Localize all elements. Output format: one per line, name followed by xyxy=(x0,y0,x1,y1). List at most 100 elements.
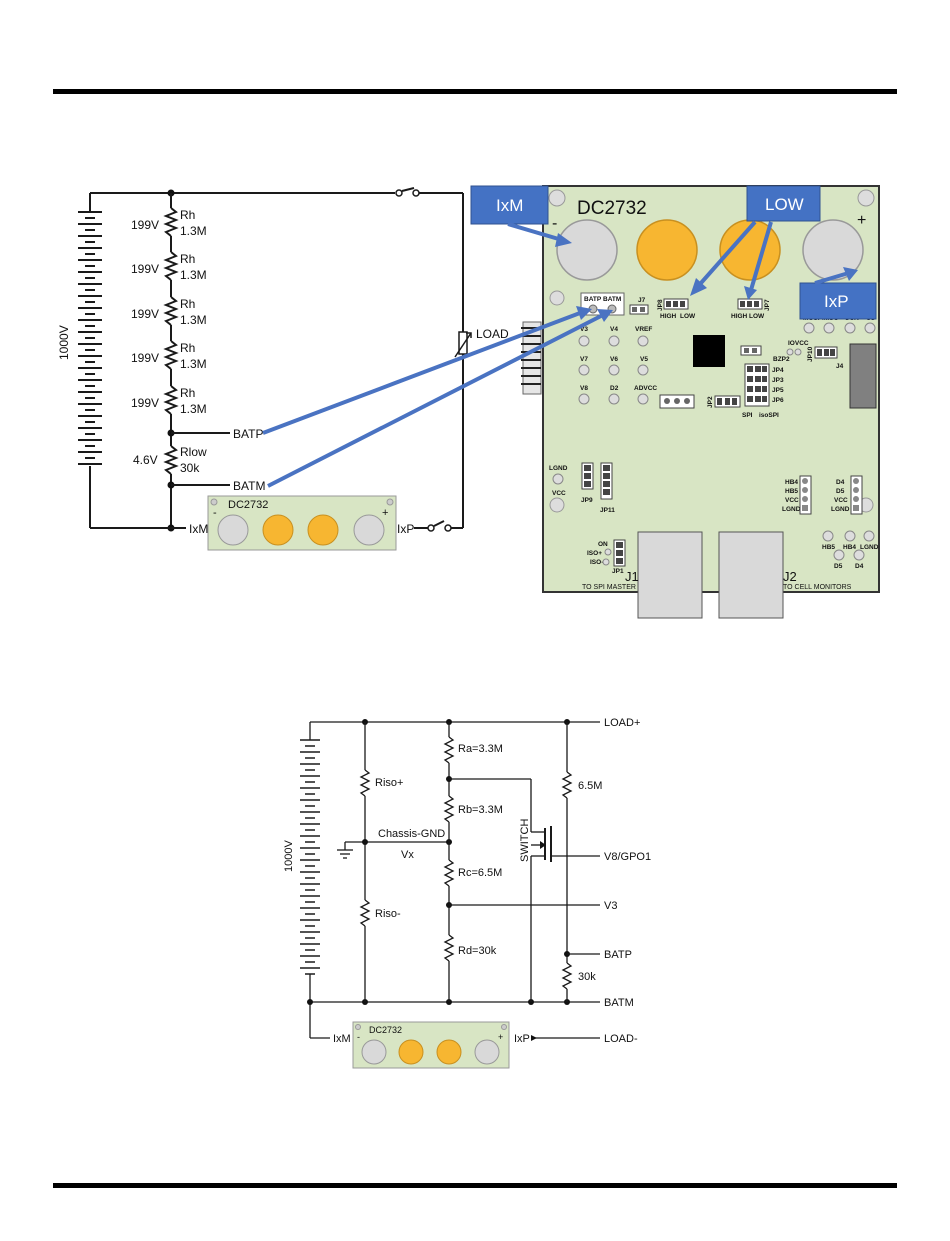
ra-label: Ra=3.3M xyxy=(458,743,503,755)
bottom-mini-minus: - xyxy=(357,1032,360,1042)
stage-2-voltage: 199V xyxy=(131,262,159,276)
rb-label: Rb=3.3M xyxy=(458,804,503,816)
bottom-mini-plus: + xyxy=(498,1032,503,1042)
mini-board-minus: - xyxy=(213,507,217,519)
j7-label: J7 xyxy=(638,297,646,304)
callout-ixm: IxM xyxy=(470,185,549,225)
stage-3-voltage: 199V xyxy=(131,307,159,321)
blue-arrows xyxy=(262,220,858,488)
top-rule xyxy=(53,89,897,94)
rd-label: Rd=30k xyxy=(458,945,497,957)
batp-label: BATP xyxy=(233,427,263,441)
callout-low: LOW xyxy=(746,185,821,222)
chassis-gnd-label: Chassis-GND xyxy=(378,828,445,840)
bottom-pin-d4: D4 xyxy=(855,563,864,570)
stage-low-name: Rlow xyxy=(180,445,207,459)
jp8-label: JP8 xyxy=(657,299,664,311)
hb-left-1: HB4 xyxy=(785,479,798,486)
jp8-high: HIGH xyxy=(660,313,677,320)
to-cell-label: TO CELL MONITORS xyxy=(783,584,852,591)
tp-v4-label: V4 xyxy=(610,326,618,333)
jp9-label: JP9 xyxy=(581,497,593,504)
board-plus: + xyxy=(857,212,866,229)
jp6-label: JP6 xyxy=(772,397,784,404)
hb-left-2: HB5 xyxy=(785,488,798,495)
rc-label: Rc=6.5M xyxy=(458,867,502,879)
tp-v6-label: V6 xyxy=(610,356,618,363)
board-minus: - xyxy=(552,215,557,232)
tp-v3-label: V3 xyxy=(580,326,588,333)
vx-label: Vx xyxy=(401,849,414,861)
jp3-label: JP3 xyxy=(772,377,784,384)
board-title: DC2732 xyxy=(577,198,647,219)
bottom-mini-board-title: DC2732 xyxy=(369,1025,402,1035)
board-batp: BATP xyxy=(584,296,602,303)
r-6-5m-label: 6.5M xyxy=(578,780,602,792)
stage-2-name: Rh xyxy=(180,252,195,266)
jp8-low: LOW xyxy=(680,313,696,320)
bottom-rule xyxy=(53,1183,897,1188)
dc2732-board: J3 DC2732 - + BATP BATM J7 JP8 HIGH LOW … xyxy=(521,185,880,619)
switch-contact-left xyxy=(395,189,403,197)
ixm-label: IxM xyxy=(189,522,208,536)
stage-1-name: Rh xyxy=(180,208,195,222)
stage-1-value: 1.3M xyxy=(180,224,207,238)
jp7-label: JP7 xyxy=(764,299,771,311)
stage-5-name: Rh xyxy=(180,386,195,400)
hb-right-2: D5 xyxy=(836,488,845,495)
riso-minus-label: Riso- xyxy=(375,908,401,920)
bottom-pin-hb4: HB4 xyxy=(843,544,856,551)
stage-4-name: Rh xyxy=(180,341,195,355)
board-batm: BATM xyxy=(603,296,621,303)
mini-board-title: DC2732 xyxy=(228,499,268,511)
to-spi-label: TO SPI MASTER xyxy=(582,584,636,591)
jp7-high: HIGH xyxy=(731,313,748,320)
ixp-switch-left xyxy=(427,524,435,532)
load-label: LOAD xyxy=(476,327,509,341)
stage-4-voltage: 199V xyxy=(131,351,159,365)
spi-label: SPI xyxy=(742,412,753,419)
stage-2-value: 1.3M xyxy=(180,268,207,282)
stage-low-voltage: 4.6V xyxy=(133,453,158,467)
jp5-label: JP5 xyxy=(772,387,784,394)
bottom-battery-label: 1000V xyxy=(283,840,295,872)
j2-label: J2 xyxy=(783,569,797,584)
bottom-pin-hb5: HB5 xyxy=(822,544,835,551)
bottom-pin-lgnd: LGND xyxy=(860,544,879,551)
tp-advcc-label: ADVCC xyxy=(634,385,657,392)
switch-label: SWITCH xyxy=(519,819,531,862)
iso-minus-label: ISO- xyxy=(590,559,603,566)
lgnd-label: LGND xyxy=(549,465,568,472)
load-plus-label: LOAD+ xyxy=(604,717,640,729)
battery-voltage-label: 1000V xyxy=(57,325,71,360)
svg-text:LOW: LOW xyxy=(765,195,804,214)
tp-vref-label: VREF xyxy=(635,326,652,333)
mini-board-top: DC2732 - + xyxy=(207,495,397,551)
callout-ixp: IxP xyxy=(799,282,877,320)
tp-d2-label: D2 xyxy=(610,385,619,392)
top-resistor-chain xyxy=(163,193,179,528)
jp10-label: JP10 xyxy=(807,346,814,362)
on-label: ON xyxy=(598,541,608,548)
hb-left-4: LGND xyxy=(782,506,801,513)
j4-label: J4 xyxy=(836,363,844,370)
battery-stack-top xyxy=(78,193,102,528)
bottom-ixm-label: IxM xyxy=(333,1033,351,1045)
tp-v5-label: V5 xyxy=(640,356,648,363)
switch-contact-right xyxy=(412,189,420,197)
jp7-low: LOW xyxy=(749,313,765,320)
r-30k-label: 30k xyxy=(578,971,596,983)
stage-3-value: 1.3M xyxy=(180,313,207,327)
j1-label: J1 xyxy=(625,569,639,584)
v3-label: V3 xyxy=(604,900,617,912)
iovcc-label: IOVCC xyxy=(788,340,809,347)
riso-plus-label: Riso+ xyxy=(375,777,403,789)
bottom-circuit-diagram: 1000V LOAD+ BATM Riso+ Riso- Chassis-GND… xyxy=(283,717,651,1069)
svg-text:IxM: IxM xyxy=(496,196,523,215)
stage-1-voltage: 199V xyxy=(131,218,159,232)
batm-label: BATM xyxy=(233,479,265,493)
jp11-label: JP11 xyxy=(600,507,615,514)
bottom-ixp-label: IxP xyxy=(514,1033,530,1045)
stage-3-name: Rh xyxy=(180,297,195,311)
